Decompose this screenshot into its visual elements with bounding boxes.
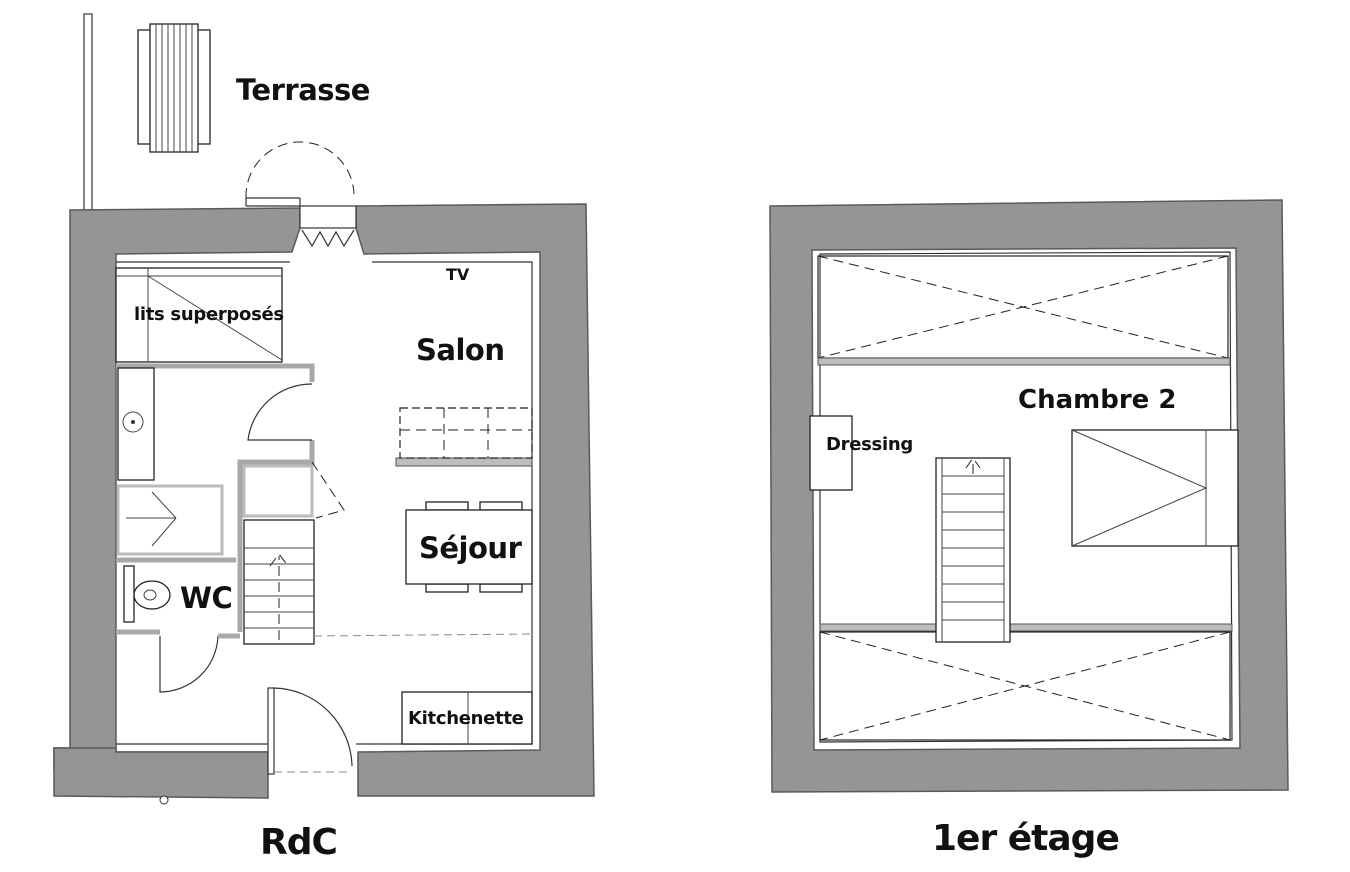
label-dining-room: Séjour xyxy=(419,531,523,565)
label-dressing: Dressing xyxy=(826,434,913,455)
bathroom-partition xyxy=(116,363,315,635)
title-ground-floor: RdC xyxy=(260,822,337,863)
wall-marker xyxy=(159,795,169,805)
label-kitchenette: Kitchenette xyxy=(408,708,524,729)
staircase-first xyxy=(935,457,1011,643)
ground-floor-wall-bottom xyxy=(53,747,269,799)
label-tv: TV xyxy=(446,265,470,284)
storage-top xyxy=(817,255,1231,366)
title-first-floor: 1er étage xyxy=(932,818,1119,859)
first-floor-walls xyxy=(769,199,1289,793)
label-bedroom: Chambre 2 xyxy=(1018,385,1176,415)
label-living-room: Salon xyxy=(416,333,504,367)
terrace-table xyxy=(137,23,211,153)
sofa xyxy=(395,407,533,467)
terrace-railing xyxy=(83,13,93,211)
entrance-door xyxy=(267,687,353,775)
terrace-door xyxy=(245,141,357,248)
shower xyxy=(116,484,224,556)
staircase-ground xyxy=(243,519,315,645)
label-bunk-beds: lits superposés xyxy=(134,304,284,325)
dressing-cabinet xyxy=(809,415,853,491)
kitchenette-counter xyxy=(401,691,533,745)
toilet xyxy=(123,565,171,623)
ground-floor-plan: Terrasse TV lits superposés Salon Séjour… xyxy=(53,13,595,863)
label-terrace: Terrasse xyxy=(236,73,370,107)
storage-bottom xyxy=(819,623,1233,741)
first-floor-plan: Chambre 2 Dressing 1er étage xyxy=(769,199,1289,859)
bed xyxy=(1071,429,1239,547)
sink xyxy=(117,367,155,481)
closet xyxy=(242,461,345,519)
dining-table xyxy=(405,501,533,593)
bunk-beds xyxy=(115,267,283,363)
label-wc: WC xyxy=(180,581,232,615)
